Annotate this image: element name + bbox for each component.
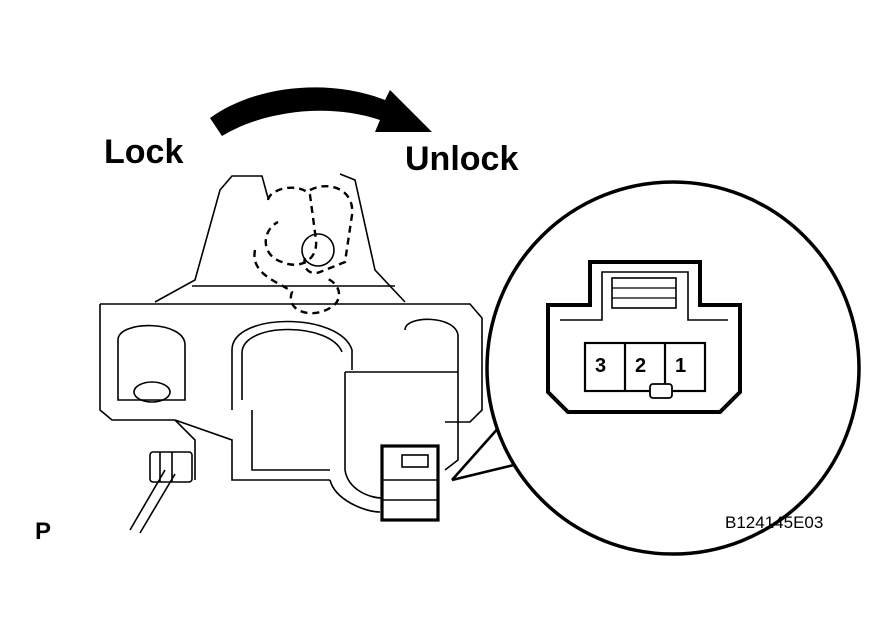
- latch-mechanism: [253, 185, 354, 315]
- figure-code: B124145E03: [725, 513, 824, 532]
- connector-pin-label: 3: [595, 355, 607, 377]
- lock-body: [99, 173, 483, 534]
- lock-label: Lock: [104, 133, 184, 171]
- unlock-label: Unlock: [405, 140, 519, 178]
- connector-on-body: [380, 444, 440, 522]
- connector-callout-circle: [485, 180, 861, 556]
- connector-pin-label: 2: [635, 355, 647, 377]
- connector-face: [546, 260, 742, 414]
- rotation-arrow: [210, 87, 432, 136]
- corner-mark: P: [35, 518, 52, 545]
- pivot-pin: [301, 233, 335, 267]
- connector-pin-label: 1: [675, 355, 687, 377]
